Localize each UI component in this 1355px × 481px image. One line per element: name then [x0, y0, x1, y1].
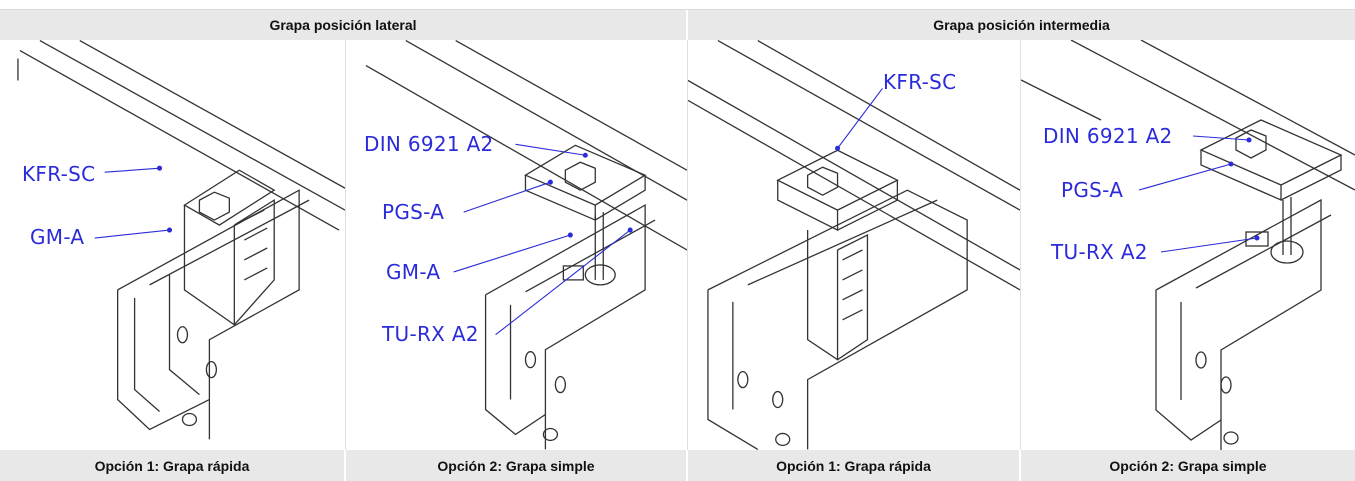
cropped-title-strip	[0, 0, 1355, 10]
callout-kfr-sc: KFR-SC	[22, 162, 96, 186]
clamp-drawing-3	[688, 40, 1020, 450]
drawing-panel-lateral-simple-clamp: DIN 6921 A2 PGS-A GM-A TU-RX A2	[346, 40, 688, 450]
clamp-drawing-4	[1021, 40, 1355, 450]
drawing-panel-lateral-quick-clamp: KFR-SC GM-A	[0, 40, 346, 450]
callout-gm-a: GM-A	[386, 260, 441, 284]
clamp-drawing-1	[17, 40, 345, 440]
caption-row: Opción 1: Grapa rápida Opción 2: Grapa s…	[0, 450, 1355, 481]
callout-gm-a: GM-A	[30, 225, 85, 249]
drawing-panel-intermediate-simple-clamp: DIN 6921 A2 PGS-A TU-RX A2	[1021, 40, 1355, 450]
header-lateral-position: Grapa posición lateral	[0, 10, 688, 40]
caption-option-2-lateral: Opción 2: Grapa simple	[346, 450, 688, 481]
drawing-row: KFR-SC GM-A	[0, 40, 1355, 450]
callout-kfr-sc: KFR-SC	[883, 70, 957, 94]
table-header-row: Grapa posición lateral Grapa posición in…	[0, 10, 1355, 40]
caption-option-1-intermediate: Opción 1: Grapa rápida	[688, 450, 1021, 481]
callout-din-6921-a2: DIN 6921 A2	[364, 132, 494, 156]
caption-option-2-intermediate: Opción 2: Grapa simple	[1021, 450, 1355, 481]
callout-tu-rx-a2: TU-RX A2	[382, 322, 479, 346]
caption-option-1-lateral: Opción 1: Grapa rápida	[0, 450, 346, 481]
callout-din-6921-a2: DIN 6921 A2	[1043, 124, 1173, 148]
callout-pgs-a: PGS-A	[1061, 178, 1124, 202]
header-intermediate-position: Grapa posición intermedia	[688, 10, 1355, 40]
callout-pgs-a: PGS-A	[382, 200, 445, 224]
callout-tu-rx-a2: TU-RX A2	[1051, 240, 1148, 264]
clamp-drawing-2	[365, 40, 687, 450]
drawing-panel-intermediate-quick-clamp: KFR-SC	[688, 40, 1021, 450]
